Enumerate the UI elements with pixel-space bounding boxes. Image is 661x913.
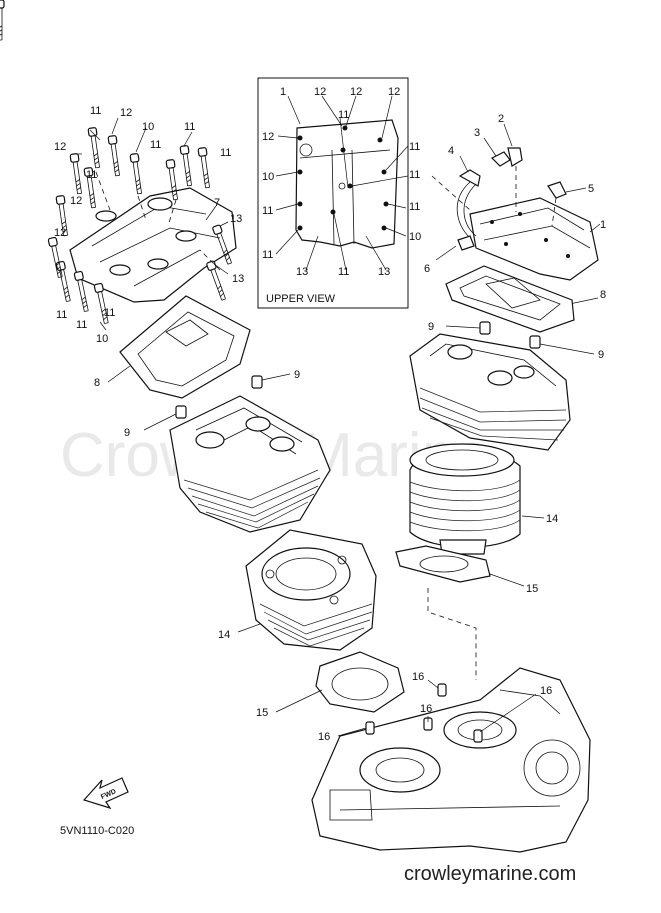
upper-callout-11b: 11: [409, 169, 420, 181]
part-callout: 10: [96, 333, 108, 345]
part-callout: 11: [104, 307, 115, 319]
part-callout: 2: [498, 113, 504, 125]
left-cover-bolts: [0, 0, 235, 325]
right-head-gasket: [445, 265, 575, 333]
part-callout: 12: [70, 195, 82, 207]
part-callout: 16: [318, 731, 330, 743]
part-callout: 14: [546, 513, 558, 525]
upper-callout-12c: 12: [388, 86, 400, 98]
part-callout: 13: [230, 213, 242, 225]
upper-callout-10b: 10: [409, 231, 421, 243]
part-callout: 11: [86, 169, 97, 181]
part-callout: 11: [220, 147, 231, 159]
part-callout: 6: [424, 263, 430, 275]
upper-callout-11c: 11: [262, 205, 273, 217]
left-cylinder: 14: [218, 529, 377, 651]
part-callout: 3: [474, 127, 480, 139]
upper-callout-12a: 12: [314, 86, 326, 98]
upper-callout-11d: 11: [409, 201, 420, 213]
upper-callout-12b: 12: [350, 86, 362, 98]
part-callout: 9: [428, 321, 434, 333]
part-callout: 13: [232, 273, 244, 285]
part-callout: 15: [256, 707, 268, 719]
part-callout: 12: [120, 107, 132, 119]
upper-callout-11f: 11: [338, 266, 349, 278]
right-valve-cover: [431, 147, 599, 281]
part-callout: 9: [294, 369, 300, 381]
upper-callout-13a: 13: [296, 266, 308, 278]
left-cylinder-head: [169, 395, 331, 533]
part-callout: 11: [184, 121, 195, 133]
left-base-gasket: 15: [256, 651, 405, 719]
part-callout: 12: [54, 141, 66, 153]
left-bolt-leaders: [74, 117, 229, 331]
part-callout: 12: [54, 227, 66, 239]
part-callout: 9: [124, 427, 130, 439]
crankcase: 16 16 16 16: [311, 588, 591, 853]
part-callout: 1: [600, 219, 606, 231]
upper-callout-11a: 11: [409, 141, 420, 153]
upper-callout-11e: 11: [262, 249, 273, 261]
left-valve-cover: [69, 187, 237, 303]
head-dowels: 9 9 9 9: [124, 321, 604, 439]
part-callout: 8: [94, 377, 100, 389]
upper-view-inset: 1 12 12 12 12 11 10 11 11 11 11 10 11 13…: [257, 77, 421, 309]
part-callout: 10: [142, 121, 154, 133]
part-callout: 14: [218, 629, 230, 641]
part-callout: 9: [598, 349, 604, 361]
site-name: crowleymarine.com: [404, 863, 576, 885]
part-callout: 7: [214, 197, 220, 209]
part-callout: 4: [448, 145, 454, 157]
part-callout: 11: [90, 105, 101, 117]
diagram-code: 5VN1110-C020: [60, 825, 134, 837]
upper-callout-13b: 13: [378, 266, 390, 278]
upper-callout-10a: 10: [262, 171, 274, 183]
upper-callout-11g: 11: [338, 109, 349, 121]
right-base-gasket: 15: [395, 545, 538, 595]
part-callout: 8: [600, 289, 606, 301]
right-cylinder-head: [409, 333, 571, 451]
left-head-gasket: 8: [94, 295, 251, 399]
part-callout: 16: [412, 671, 424, 683]
upper-callout-12d: 12: [262, 131, 274, 143]
part-callout: 15: [526, 583, 538, 595]
upper-view-title: UPPER VIEW: [266, 293, 336, 305]
part-callout: 11: [56, 309, 67, 321]
part-callout: 11: [150, 139, 161, 151]
part-callout: 11: [76, 319, 87, 331]
fwd-arrow-icon: FWD: [82, 777, 129, 810]
part-callout: 5: [588, 183, 594, 195]
part-callout: 16: [420, 703, 432, 715]
part-callout: 16: [540, 685, 552, 697]
upper-callout-1: 1: [280, 86, 286, 98]
right-cylinder: 14: [409, 443, 558, 555]
left-callouts: 11 12 12 10 11 11 11 11 12 7 13 12 13 11…: [54, 105, 244, 345]
